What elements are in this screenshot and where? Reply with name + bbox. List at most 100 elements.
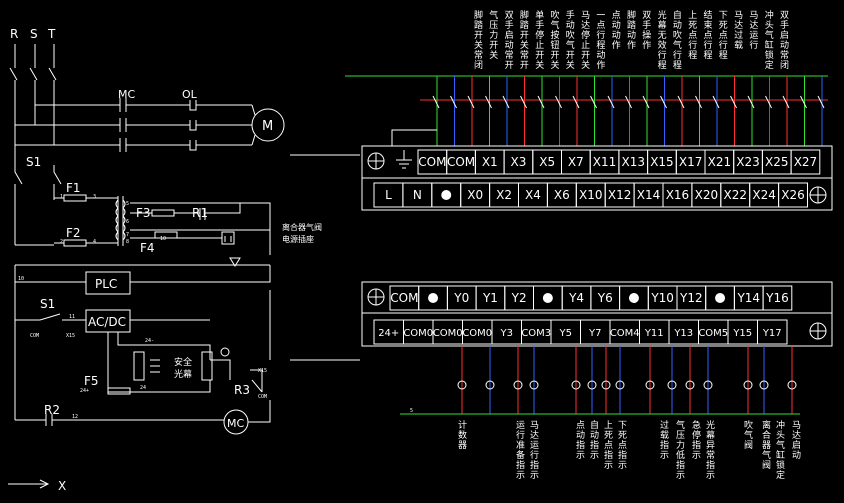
output-load-icon-4	[571, 380, 581, 390]
output-bottom-terminal-11: COM5	[698, 328, 728, 339]
output-bottom-cell-13	[757, 319, 788, 345]
output-top-blank-terminal-8	[628, 293, 639, 303]
input-label-6: 手动吹气开关	[566, 9, 575, 71]
input-label-7: 马达停止开关	[581, 10, 590, 71]
input-label-9: 点动动作	[612, 10, 621, 51]
input-top-terminal-11: X23	[736, 155, 760, 169]
ol-out-lines	[196, 104, 252, 146]
output-label-11: 吹气阀	[744, 419, 753, 451]
input-label-19: 冲头气缸锁定	[765, 9, 774, 71]
output-top-terminal-4: Y2	[511, 291, 527, 305]
input-contact-3	[485, 95, 492, 109]
valve-note-2: 电源插座	[282, 234, 314, 244]
s1-bottom-switch	[15, 313, 210, 321]
input-contact-22	[817, 95, 825, 109]
input-contact-12	[642, 95, 650, 109]
output-label-7: 过载指示	[660, 419, 669, 461]
input-contact-11	[625, 95, 632, 109]
input-top-terminal-5: X7	[568, 155, 584, 169]
fuse-f4	[154, 231, 178, 239]
output-load-icon-6	[601, 380, 611, 390]
output-load-icon-14	[787, 380, 797, 390]
input-top-cell-13	[790, 149, 821, 175]
input-top-terminal-6: X11	[593, 155, 617, 169]
wire-5: 5	[126, 201, 129, 207]
input-contact-18	[747, 95, 755, 109]
wire-12: 12	[72, 414, 78, 420]
output-top-terminal-9: Y10	[650, 291, 674, 305]
plc-supply-lines	[14, 264, 271, 420]
r2-label: R2	[44, 403, 60, 417]
input-bus	[345, 75, 828, 101]
input-contact-15	[695, 95, 702, 109]
valve-note-1: 离合器气阀	[282, 222, 322, 232]
phase-branch-lines	[15, 104, 120, 146]
input-label-17: 马达过载	[734, 10, 743, 51]
input-contact-10	[607, 95, 615, 109]
input-label-1: 气压力开关	[489, 9, 498, 61]
output-load-icon-13	[759, 380, 769, 390]
control-circuit: S1 F1 F2 1 3 2 4 5 6 7 8 F3 R1 离合器气阀 电源插…	[8, 154, 360, 493]
wire-2: 2	[60, 239, 63, 245]
safety-emitter	[133, 351, 145, 381]
input-contact-16	[712, 95, 720, 109]
input-label-12: 光幕无效行程	[658, 9, 667, 71]
r2-contact	[15, 414, 224, 426]
mc-label: MC	[118, 88, 135, 101]
input-contact-5	[520, 95, 527, 109]
wire-11: 11	[69, 314, 75, 320]
input-bottom-terminal-3: X0	[467, 188, 483, 202]
output-load-icon-12	[743, 380, 753, 390]
ground-icon	[396, 150, 412, 169]
output-top-terminal-0: COM	[390, 291, 418, 305]
output-bottom-terminal-12: Y15	[732, 328, 752, 339]
com-small-2: COM	[258, 394, 267, 400]
input-label-3: 脚踏开关常开	[520, 10, 529, 71]
x-axis-label: X	[58, 479, 66, 493]
input-bottom-terminal-7: X10	[579, 188, 603, 202]
output-bottom-terminal-8: COM4	[610, 328, 640, 339]
output-bottom-terminal-13: Y17	[762, 328, 782, 339]
output-label-6: 下死点指示	[618, 421, 627, 471]
input-bottom-terminal-1: N	[413, 188, 422, 202]
input-label-13: 自动吹气行程	[673, 9, 682, 71]
input-bottom-blank-terminal-2	[441, 190, 452, 200]
main-switch	[9, 67, 57, 81]
output-wire-num: 5	[410, 408, 413, 414]
ol-contacts	[189, 100, 197, 151]
output-bottom-terminal-4: Y3	[500, 328, 513, 339]
input-bottom-terminal-0: L	[385, 188, 392, 202]
transformer	[115, 196, 126, 246]
power-circuit: R S T MC OL M	[9, 27, 285, 165]
output-load-icon-2	[513, 380, 523, 390]
output-label-8: 气压力低指示	[676, 419, 685, 481]
input-top-terminal-7: X13	[622, 155, 646, 169]
output-top-blank-terminal-11	[715, 293, 726, 303]
socket-symbol	[221, 231, 235, 245]
input-bottom-terminal-13: X24	[752, 188, 776, 202]
input-label-0: 脚踏开关常闭	[474, 10, 483, 71]
wire-8: 8	[126, 239, 129, 245]
output-top-terminal-6: Y4	[568, 291, 584, 305]
output-label-2: 马达运行指示	[530, 420, 539, 481]
x15-small-1: X15	[66, 333, 75, 339]
output-bottom-terminal-5: COM3	[521, 328, 551, 339]
motor-label: M	[262, 119, 273, 134]
input-top-terminal-2: X1	[482, 155, 498, 169]
wire-1: 1	[60, 194, 63, 200]
output-bottom-terminal-0: 24+	[378, 328, 399, 339]
output-bottom-terminal-2: COM0	[433, 328, 463, 339]
output-bottom-terminal-1: COM0	[403, 328, 433, 339]
safety-text-1: 安全	[174, 356, 192, 368]
input-bottom-terminal-10: X16	[666, 188, 690, 202]
input-contact-19	[765, 95, 772, 109]
plc-input-block	[361, 145, 833, 211]
input-contact-13	[660, 95, 667, 109]
input-top-terminal-8: X15	[650, 155, 674, 169]
input-top-terminal-4: X5	[539, 155, 555, 169]
v24b-label: 24	[140, 385, 146, 391]
v24p-label: 24+	[80, 388, 89, 394]
